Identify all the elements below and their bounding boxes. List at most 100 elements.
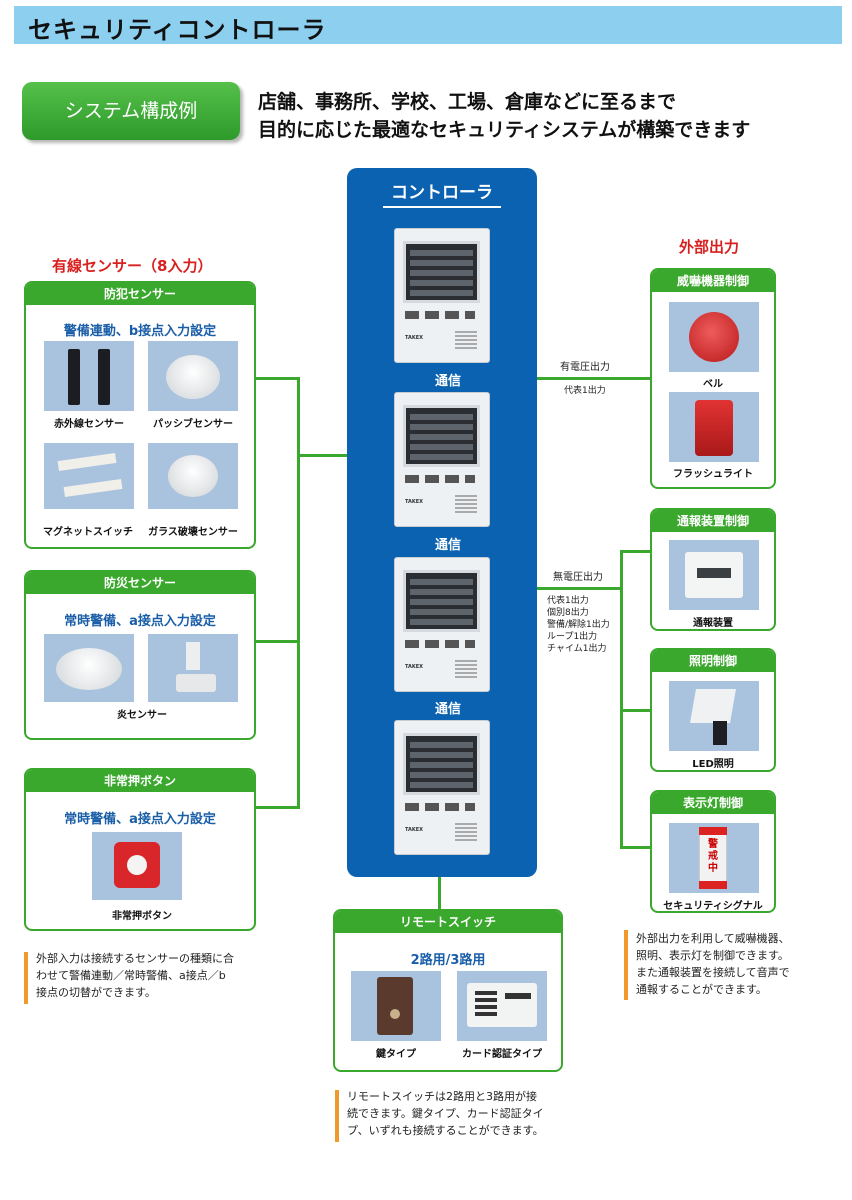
voltage-output-sub: 代表1出力: [564, 386, 606, 396]
connector-line: [297, 454, 347, 457]
remote-note-line: 続できます。鍵タイプ、カード認証タイ: [347, 1107, 544, 1120]
report-control-box: 通報装置制御 通報装置: [650, 508, 776, 631]
external-note-line: また通報装置を接続して音声で: [636, 966, 790, 979]
emergency-button-box: 非常押ボタン 常時警備、a接点入力設定 非常押ボタン: [24, 768, 256, 931]
flashlight-caption: フラッシュライト: [673, 469, 753, 480]
page-header: セキュリティコントローラ: [14, 6, 842, 44]
unit-brand: TAKEX: [405, 499, 424, 505]
page-title: セキュリティコントローラ: [28, 16, 327, 44]
dry-output-label: 無電圧出力: [553, 572, 603, 583]
light-control-box: 照明制御 LED照明: [650, 648, 776, 772]
wired-note-line: 外部入力は接続するセンサーの種類に合: [36, 952, 234, 965]
external-note-line: 照明、表示灯を制御できます。: [636, 949, 789, 962]
magnet-switch-caption: マグネットスイッチ: [43, 527, 133, 538]
wired-note-line: 接点の切替ができます。: [36, 986, 156, 999]
key-type-caption: 鍵タイプ: [376, 1049, 416, 1060]
connector-line: [620, 550, 623, 848]
external-note-line: 通報することができます。: [636, 983, 767, 996]
external-note-bar: [624, 930, 628, 1000]
remote-note-line: プ、いずれも接続することができます。: [347, 1124, 544, 1137]
controller-unit: TAKEX: [394, 228, 490, 363]
indicator-control-box: 表示灯制御 警戒中 セキュリティシグナル: [650, 790, 776, 913]
security-signal-text: 警戒中: [708, 839, 718, 874]
connector-line: [537, 377, 650, 380]
emergency-button-subtitle: 常時警備、a接点入力設定: [64, 812, 216, 827]
dry-output-line: 代表1出力: [547, 596, 589, 606]
wired-note-bar: [24, 952, 28, 1004]
smoke-sensor-photo: [44, 634, 134, 702]
report-device-photo: [669, 540, 759, 610]
emergency-button-photo: [92, 832, 182, 900]
unit-display: [403, 405, 480, 467]
intro-line-1: 店舗、事務所、学校、工場、倉庫などに至るまで: [258, 91, 677, 113]
controller-unit: TAKEX: [394, 392, 490, 527]
wired-note: 外部入力は接続するセンサーの種類に合 わせて警備連動／常時警備、a接点／b 接点…: [36, 950, 266, 1001]
controller-panel: コントローラ TAKEX 通信 TAKEX 通信 TAKEX 通信 TAKEX: [347, 168, 537, 877]
led-light-caption: LED照明: [692, 759, 734, 770]
connector-line: [620, 550, 650, 553]
crime-sensor-box: 防犯センサー 警備連動、b接点入力設定 赤外線センサー パッシブセンサー マグネ…: [24, 281, 256, 549]
report-control-header: 通報装置制御: [652, 510, 774, 532]
led-light-photo: [669, 681, 759, 751]
emergency-button-caption: 非常押ボタン: [112, 911, 172, 922]
unit-keys: [405, 640, 475, 648]
card-type-caption: カード認証タイプ: [462, 1049, 542, 1060]
fire-sensor-subtitle: 常時警備、a接点入力設定: [64, 614, 216, 629]
wired-note-line: わせて警備連動／常時警備、a接点／b: [36, 969, 226, 982]
intro-text: 店舗、事務所、学校、工場、倉庫などに至るまで 目的に応じた最適なセキュリティシス…: [258, 88, 750, 144]
dry-output-line: 個別8出力: [547, 608, 589, 618]
bell-photo: [669, 302, 759, 372]
flame-sensor-photo: [148, 634, 238, 702]
dry-output-line: チャイム1出力: [547, 644, 607, 654]
connector-line: [255, 640, 300, 643]
crime-sensor-subtitle: 警備連動、b接点入力設定: [63, 324, 217, 339]
crime-sensor-header: 防犯センサー: [26, 283, 254, 305]
unit-vent: [455, 331, 477, 349]
remote-switch-box: リモートスイッチ 2路用/3路用 鍵タイプ カード認証タイプ: [333, 909, 563, 1072]
unit-display: [403, 570, 480, 632]
unit-vent: [455, 823, 477, 841]
security-signal-caption: セキュリティシグナル: [663, 901, 763, 912]
comm-label: 通信: [435, 374, 462, 389]
emergency-button-header: 非常押ボタン: [26, 770, 254, 792]
external-note-line: 外部出力を利用して威嚇機器、: [636, 932, 790, 945]
remote-note-bar: [335, 1090, 339, 1142]
connector-line: [620, 709, 650, 712]
light-control-header: 照明制御: [652, 650, 774, 672]
connector-line: [255, 377, 300, 380]
glass-break-sensor-photo: [148, 443, 238, 509]
flashlight-photo: [669, 392, 759, 462]
fire-sensor-header: 防災センサー: [26, 572, 254, 594]
infrared-sensor-photo: [44, 341, 134, 411]
dry-output-lines: 代表1出力 個別8出力 警備/解除1出力 ループ1出力 チャイム1出力: [547, 595, 610, 655]
system-example-badge: システム構成例: [22, 82, 240, 140]
security-signal-photo: 警戒中: [669, 823, 759, 893]
dry-output-line: ループ1出力: [547, 632, 598, 642]
controller-title: コントローラ: [391, 183, 493, 203]
voltage-output-label: 有電圧出力: [560, 362, 610, 373]
intro-line-2: 目的に応じた最適なセキュリティシステムが構築できます: [258, 119, 751, 141]
fire-sensor-box: 防災センサー 常時警備、a接点入力設定 炎センサー: [24, 570, 256, 740]
unit-display: [403, 241, 480, 303]
indicator-control-header: 表示灯制御: [652, 792, 774, 814]
controller-unit: TAKEX: [394, 557, 490, 692]
connector-line: [620, 846, 650, 849]
unit-display: [403, 733, 480, 795]
threat-control-box: 威嚇機器制御 ベル フラッシュライト: [650, 268, 776, 489]
bell-caption: ベル: [703, 379, 723, 390]
remote-note-line: リモートスイッチは2路用と3路用が接: [347, 1090, 537, 1103]
comm-label: 通信: [435, 702, 462, 717]
external-note: 外部出力を利用して威嚇機器、 照明、表示灯を制御できます。 また通報装置を接続し…: [636, 930, 836, 998]
unit-brand: TAKEX: [405, 827, 424, 833]
flame-sensor-caption: 炎センサー: [117, 710, 167, 721]
unit-keys: [405, 311, 475, 319]
magnet-switch-photo: [44, 443, 134, 509]
connector-line: [537, 587, 622, 590]
connector-line: [255, 806, 300, 809]
unit-keys: [405, 475, 475, 483]
controller-title-underline: [383, 206, 501, 208]
card-type-photo: [457, 971, 547, 1041]
connector-line: [438, 876, 441, 910]
controller-unit: TAKEX: [394, 720, 490, 855]
passive-sensor-caption: パッシブセンサー: [153, 419, 233, 430]
